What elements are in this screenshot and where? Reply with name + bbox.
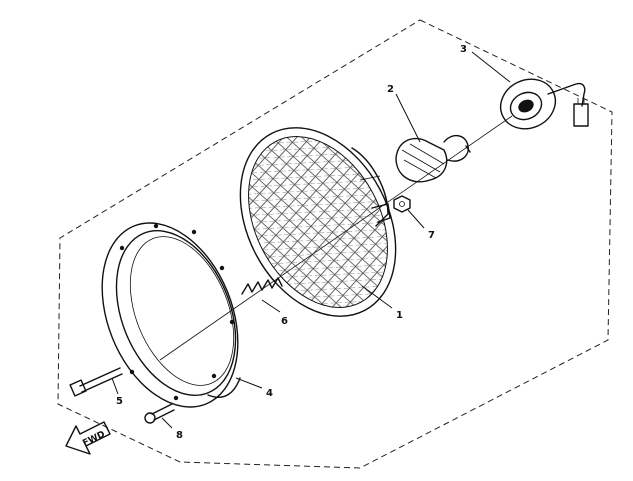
bulb-socket [395, 135, 471, 183]
leader-line-4 [235, 377, 263, 389]
leader-line-8 [161, 417, 173, 429]
callout-3: 3 [460, 44, 467, 55]
callout-7: 7 [428, 230, 435, 241]
leader-line-5 [111, 377, 119, 395]
forward-direction-arrow: FWD [65, 421, 111, 455]
adjusting-screw [69, 367, 123, 397]
assembly-boundary [57, 19, 613, 469]
socket-plug [499, 78, 589, 130]
callout-2: 2 [387, 84, 394, 95]
sealed-beam-lamp [239, 127, 397, 317]
leader-line-2 [395, 93, 421, 143]
callout-1: 1 [396, 310, 403, 321]
nut [393, 195, 411, 213]
callout-6: 6 [281, 316, 288, 327]
leader-line-7 [407, 209, 425, 229]
mounting-screw [144, 403, 175, 424]
callout-8: 8 [176, 430, 183, 441]
adjusting-spring [241, 277, 283, 295]
callout-4: 4 [266, 388, 273, 399]
direction-label: FWD [81, 430, 107, 449]
rim-ring [101, 222, 241, 408]
leader-line-3 [471, 51, 511, 83]
leader-line-1 [361, 285, 393, 309]
leader-line-6 [261, 299, 281, 313]
callout-5: 5 [116, 396, 123, 407]
